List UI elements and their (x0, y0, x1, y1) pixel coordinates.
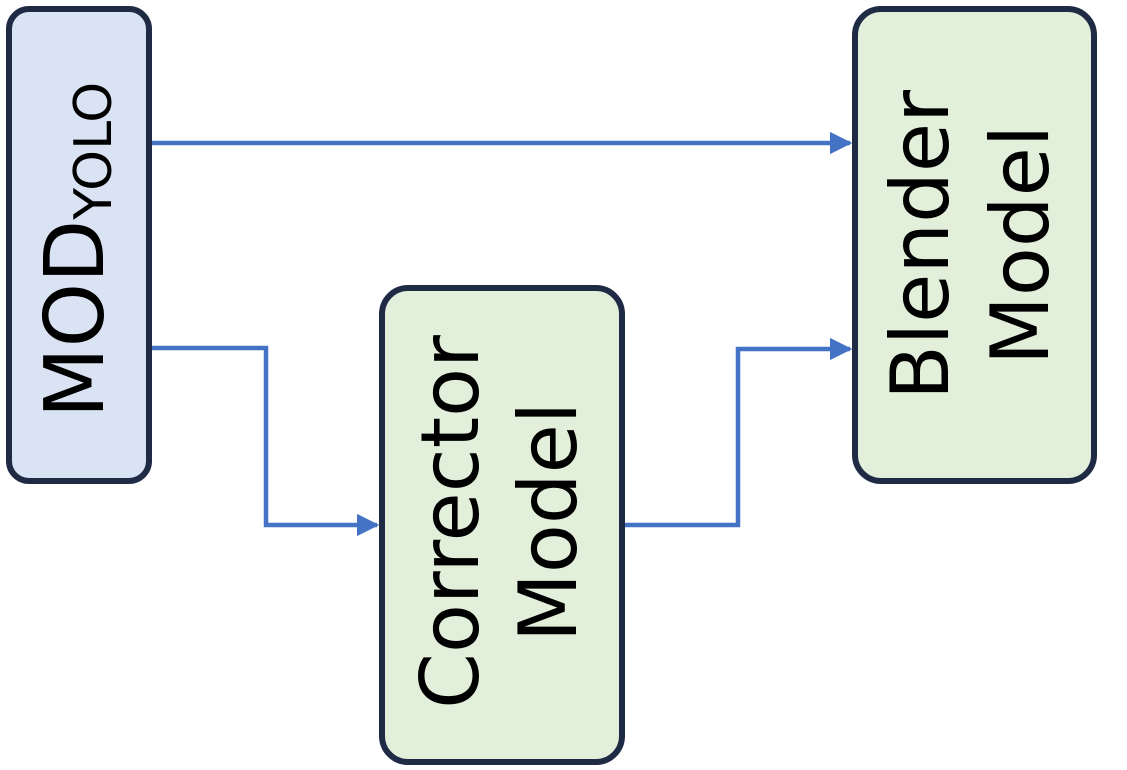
mod-label-main: MOD (28, 220, 123, 418)
mod-yolo-label: MODYOLO (28, 82, 124, 418)
arrow-corrector-to-blender (625, 337, 853, 528)
blender-model-box (852, 6, 1097, 484)
mod-yolo-box (6, 6, 152, 484)
blender-model-node: Blender Model (852, 6, 1097, 484)
corrector-model-node: Corrector Model (379, 285, 625, 765)
corrector-label-line2: Model (502, 402, 595, 642)
corrector-label-line1: Corrector (404, 335, 497, 709)
corrector-model-box (379, 285, 625, 765)
arrow-mod-to-corrector (152, 345, 380, 537)
blender-label-line1: Blender (874, 90, 967, 400)
mod-label-subscript: YOLO (64, 82, 124, 221)
blender-label-line2: Model (974, 125, 1067, 365)
mod-yolo-node: MODYOLO (6, 6, 152, 484)
